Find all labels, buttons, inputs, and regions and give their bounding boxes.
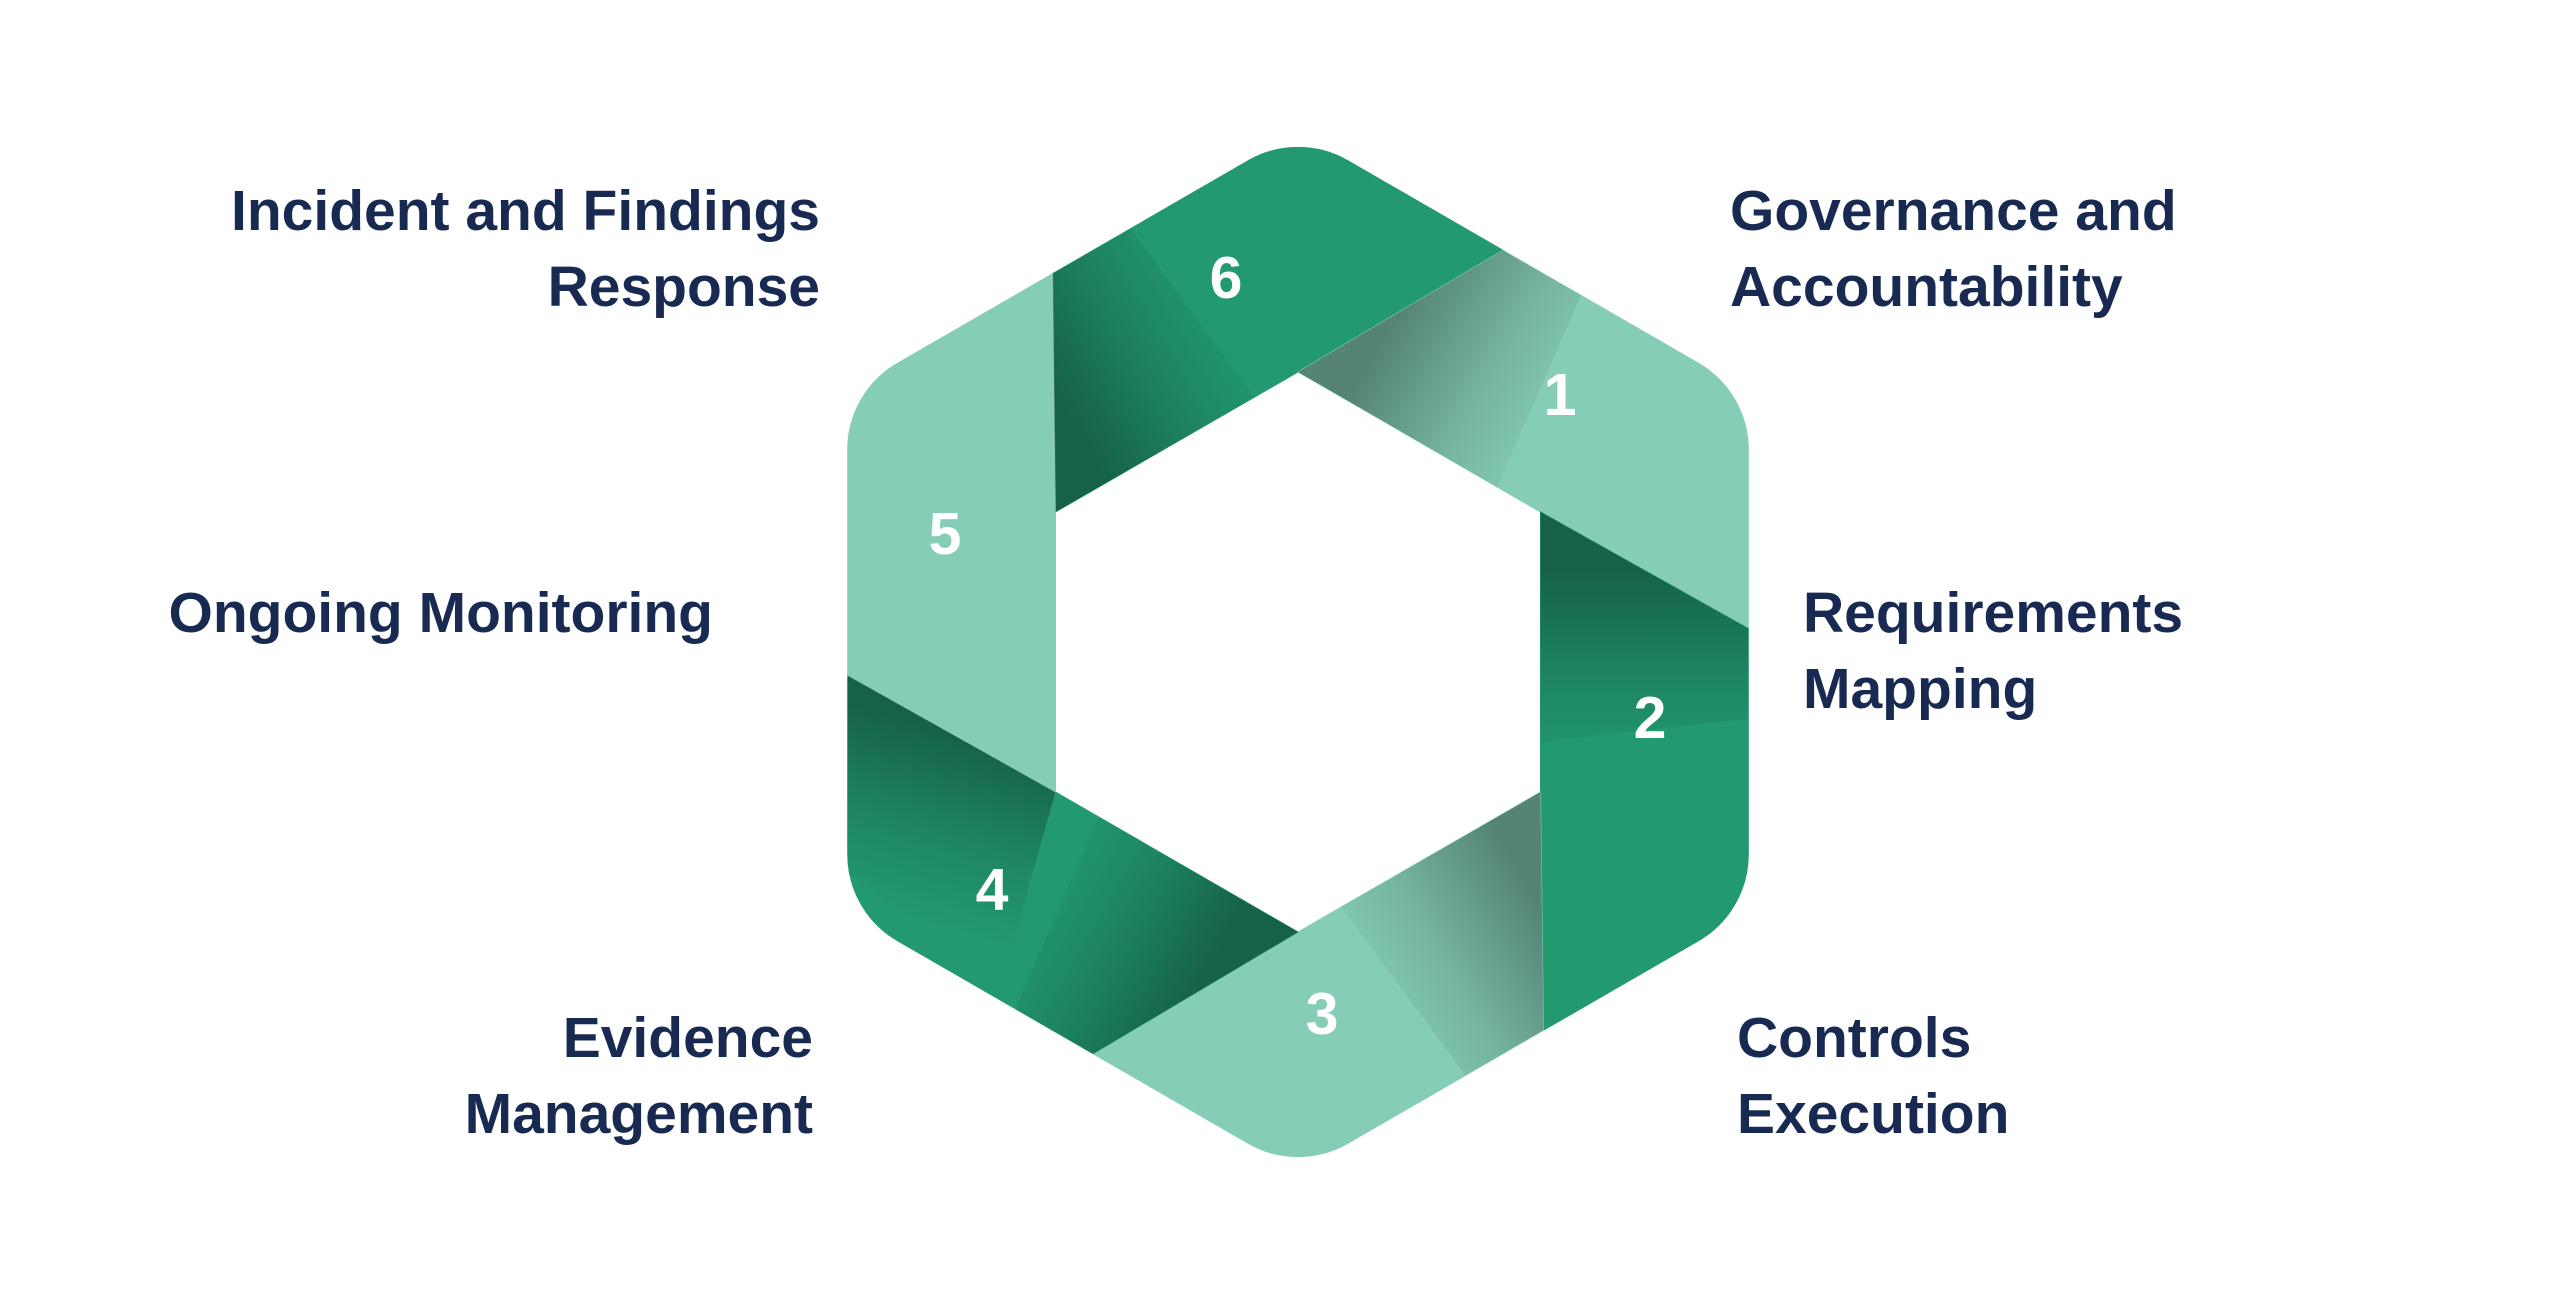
fold-shadow-on-6 [1052, 228, 1255, 512]
segment-number-6: 6 [1210, 245, 1243, 311]
label-line: Execution [1737, 1082, 2010, 1146]
label-controls-execution: Controls Execution [1737, 1000, 2009, 1152]
label-ongoing-monitoring: Ongoing Monitoring [168, 575, 713, 651]
label-evidence-management: Evidence Management [465, 1000, 813, 1152]
label-governance-and-accountability: Governance and Accountability [1730, 173, 2177, 325]
label-line: Incident and Findings [231, 179, 820, 243]
label-line: Mapping [1803, 657, 2038, 721]
segment-number-1: 1 [1544, 362, 1577, 428]
segment-number-3: 3 [1306, 981, 1339, 1047]
label-line: Accountability [1730, 255, 2123, 319]
fold-shadow-on-1 [1298, 250, 1581, 487]
label-line: Governance and [1730, 179, 2177, 243]
fold-shadow-on-2 [1540, 512, 1749, 742]
label-line: Response [547, 255, 820, 319]
fold-shadow-on-3 [1341, 792, 1544, 1076]
label-line: Management [464, 1082, 813, 1146]
label-line: Controls [1737, 1006, 1972, 1070]
label-line: Ongoing Monitoring [168, 581, 713, 645]
segment-number-5: 5 [929, 501, 962, 567]
label-line: Evidence [562, 1006, 813, 1070]
segment-number-4: 4 [976, 857, 1009, 923]
fold-shadow-on-4-lower [1015, 817, 1298, 1054]
segment-number-2: 2 [1634, 685, 1667, 751]
label-incident-and-findings-response: Incident and Findings Response [231, 173, 820, 325]
label-requirements-mapping: Requirements Mapping [1803, 575, 2183, 727]
label-line: Requirements [1803, 581, 2184, 645]
fold-shadow-on-4-upper [847, 675, 1056, 984]
